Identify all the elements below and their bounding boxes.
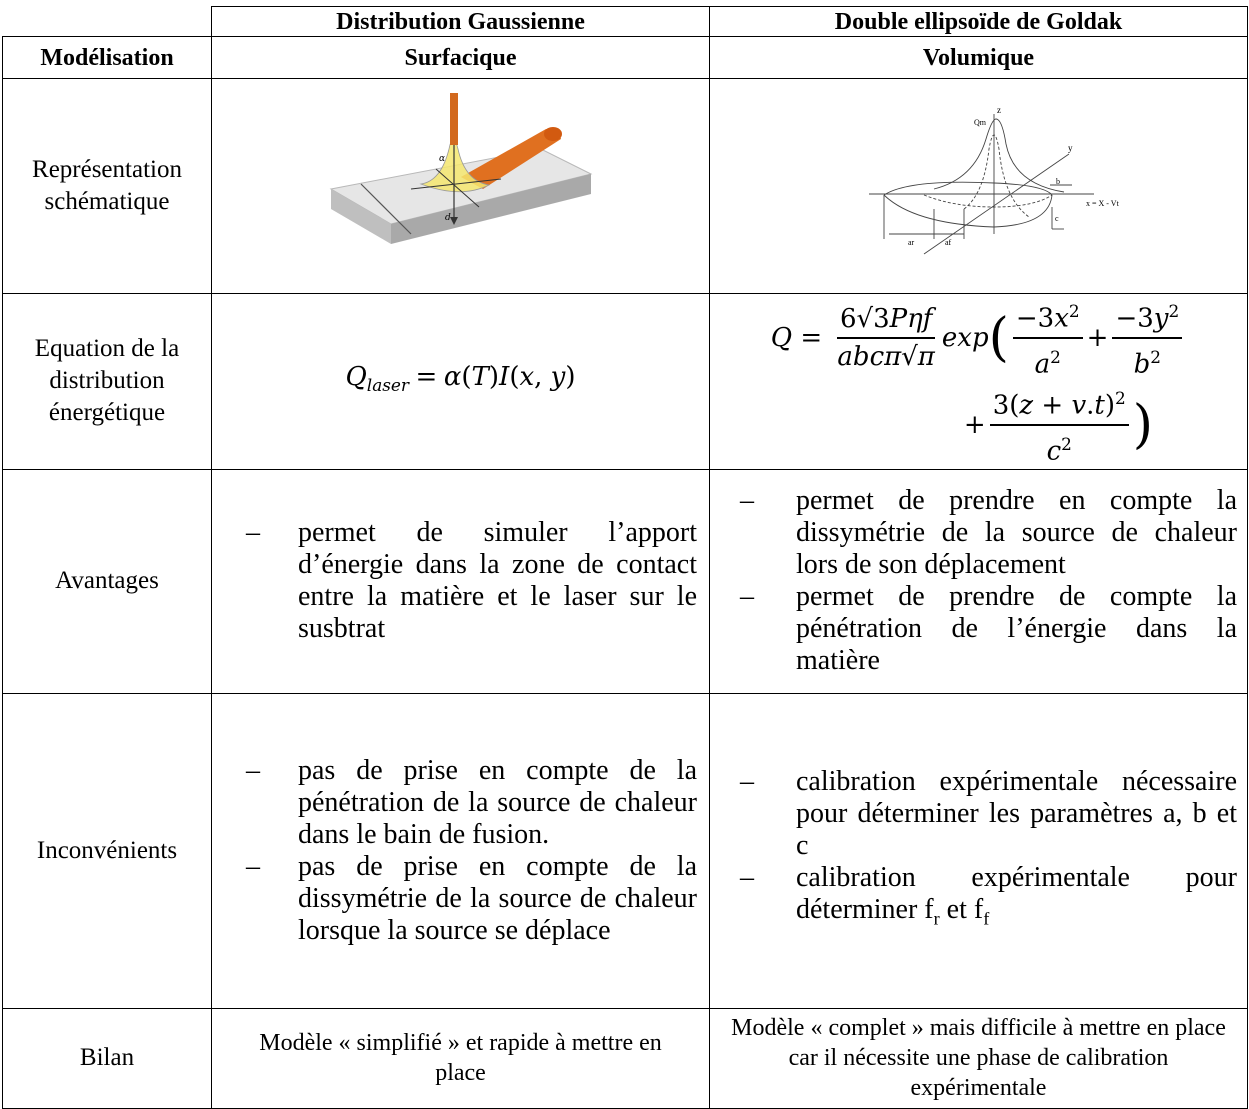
row-label-avantages: Avantages [2,468,212,694]
goldak-advantages: –permet de prendre en compte la dissymét… [709,468,1248,694]
row-label-bilan: Bilan [2,1007,212,1109]
gaussian-drawbacks: –pas de prise en compte de la pénétratio… [211,692,710,1009]
gauss-d-label: d [445,213,451,223]
goldak-y-label: y [1068,143,1073,153]
gaussian-advantages: –permet de simuler l’apport d’énergie da… [211,468,710,694]
row-label-inconvenients: Inconvénients [2,692,212,1009]
list-item: –permet de prendre en compte la dissymét… [740,485,1237,581]
list-item: –permet de simuler l’apport d’énergie da… [246,517,697,645]
goldak-summary: Modèle « complet » mais difficile à mett… [731,1015,1226,1102]
row-label-equation: Equation de la distribution énergétique [2,293,212,470]
list-item: –pas de prise en compte de la pénétratio… [246,754,697,850]
goldak-af-label: af [945,238,952,247]
list-item: –calibration expérimentale nécessaire po… [740,766,1237,862]
row-label-schema: Représentation schématique [2,78,212,294]
goldak-schematic-image: z y Qm b c x = X - Vt ar af [868,105,1120,254]
row-label-modelisation: Modélisation [2,36,212,79]
col1-subtitle: Surfacique [211,36,710,79]
goldak-drawbacks: –calibration expérimentale nécessaire po… [709,692,1248,1009]
gaussian-equation: Qlaser = α(T)I(x, y) [211,293,710,470]
col2-title: Double ellipsoïde de Goldak [709,6,1248,37]
list-item: –calibration expérimentale pour détermin… [740,862,1237,929]
list-item: –permet de prendre de compte la pénétrat… [740,581,1237,677]
gaussian-schematic-image: α d [329,92,592,244]
empty-corner-cell [2,6,212,37]
gaussian-summary: Modèle « simplifié » et rapide à mettre … [259,1030,662,1087]
col2-subtitle: Volumique [709,36,1248,79]
list-item: –pas de prise en compte de la dissymétri… [246,850,697,946]
col1-title: Distribution Gaussienne [211,6,710,37]
goldak-x-label: x = X - Vt [1086,199,1120,208]
comparison-table: Distribution Gaussienne Double ellipsoïd… [2,6,1248,1109]
gaussian-figure-cell: α d [211,78,710,294]
goldak-b-label: b [1056,177,1060,186]
goldak-c-label: c [1055,214,1059,223]
goldak-z-label: z [997,105,1001,115]
gauss-alpha-label: α [439,154,445,164]
goldak-figure-cell: z y Qm b c x = X - Vt ar af [709,78,1248,294]
goldak-ar-label: ar [908,238,915,247]
goldak-q-label: Qm [974,118,987,127]
